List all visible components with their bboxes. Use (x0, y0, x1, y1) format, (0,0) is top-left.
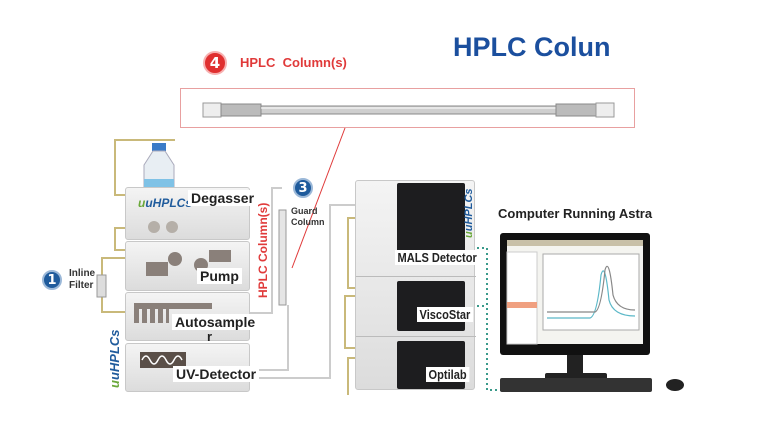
data-link (472, 247, 505, 391)
pump-diagram-icon (168, 252, 182, 266)
hplc-column-label: HPLC Column(s) (240, 55, 347, 70)
degasser-knob-icon (148, 221, 160, 233)
mouse-icon (666, 379, 684, 391)
autosampler-vials-icon (134, 309, 169, 323)
inline-filter-label-line1: Inline (69, 268, 96, 279)
guard-column-label-line2: Column (291, 217, 325, 227)
tube (250, 305, 289, 371)
hplc-column-image (202, 102, 615, 118)
autosampler-tray-icon (134, 303, 212, 309)
solvent-bottle-icon (143, 143, 175, 189)
guard-column-image (278, 209, 287, 306)
page-title: HPLC Colun (453, 32, 611, 62)
inline-filter-image (96, 274, 107, 298)
step-4-badge: 4 (203, 51, 227, 75)
tube (114, 227, 125, 251)
astra-trace-2 (547, 265, 636, 313)
degasser-label: Degasser (188, 190, 258, 206)
keyboard-icon (500, 378, 652, 392)
divider (356, 336, 476, 337)
pump-diagram-icon (209, 250, 231, 262)
step-3-badge: 3 (293, 178, 313, 198)
divider (356, 276, 476, 277)
viscostar-label: ViscoStar (417, 307, 473, 322)
callout-line (291, 127, 346, 269)
hplc-column-vertical-label: HPLC Column(s) (256, 202, 270, 298)
viscostar-panel (397, 281, 465, 331)
inline-filter-label-line2: Filter (69, 280, 94, 291)
guard-column-label-line1: Guard (291, 206, 318, 216)
detector-tube (250, 204, 358, 379)
computer-image (500, 233, 684, 392)
hplc-column-zoom-box (180, 88, 635, 128)
solvent-tube (114, 139, 175, 196)
detector-stack (355, 180, 476, 390)
autosampler-label-wrap: r (207, 329, 213, 344)
pump-diagram-icon (146, 262, 168, 276)
step-1-badge: 1 (42, 270, 62, 290)
autosampler-label: Autosample (172, 314, 259, 330)
degasser-knob-icon (166, 221, 178, 233)
tube (250, 187, 282, 314)
optilab-label: Optilab (426, 367, 470, 382)
uhplcs-logo-detector: uuHPLCs (463, 188, 475, 238)
mals-panel (397, 183, 465, 259)
uv-detector-label: UV-Detector (173, 366, 260, 382)
pump-label: Pump (197, 268, 242, 284)
uhplcs-logo-vertical: uuHPLCs (107, 329, 122, 388)
uv-wave-icon (140, 352, 186, 368)
mals-detector-label: MALS Detector (395, 250, 480, 265)
computer-label: Computer Running Astra (498, 206, 653, 221)
uhplcs-logo: uuHPLCs (138, 196, 193, 210)
